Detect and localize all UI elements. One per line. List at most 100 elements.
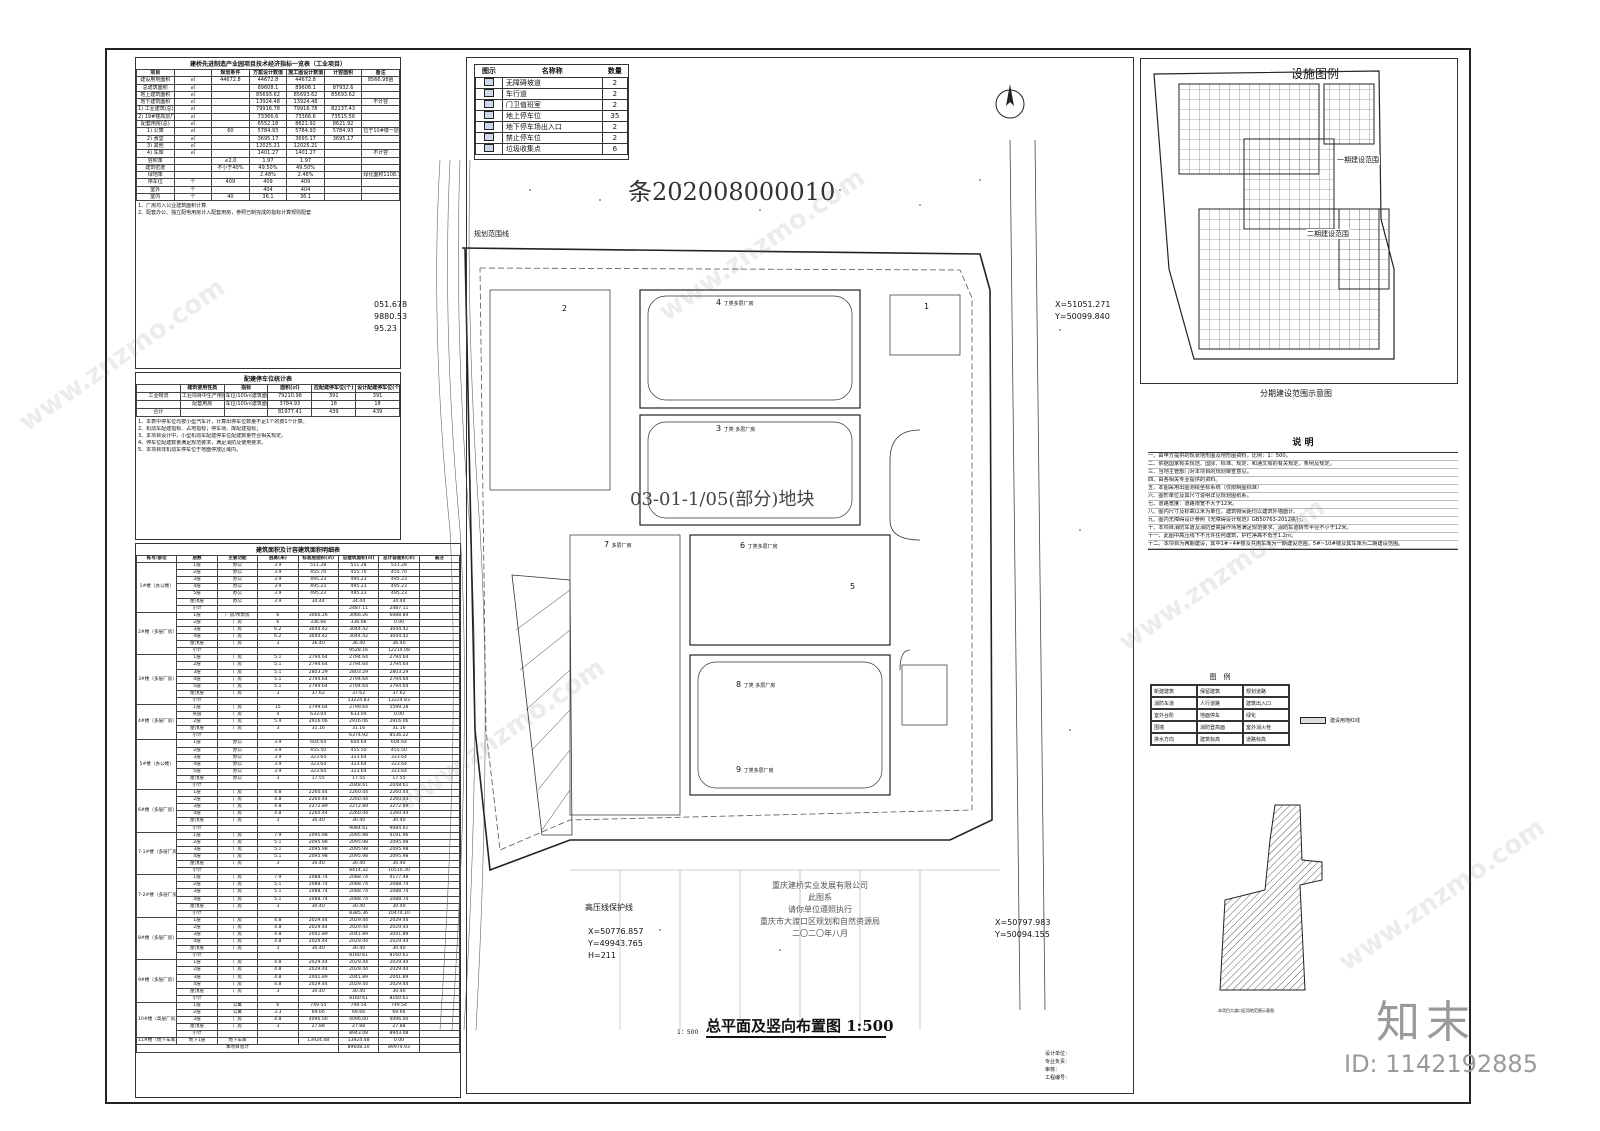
parking-cell: 车位/100㎡建筑面积 <box>223 400 269 409</box>
area-cell: 9528.16 <box>337 647 380 656</box>
tech-header-cell: 规划条件 <box>211 68 250 78</box>
tech-cell: 79916.78 <box>286 105 325 114</box>
area-cell: 4.8 <box>257 930 299 940</box>
tech-header-cell: 计容面积 <box>323 68 363 78</box>
area-cell: 2层 <box>176 796 218 805</box>
area-cell: 495.23 <box>378 583 420 592</box>
area-cell: 办公 <box>216 576 259 585</box>
south-area-lines <box>570 869 1000 1030</box>
area-cell: 3 <box>257 725 299 734</box>
area-cell: 633.04 <box>297 711 339 720</box>
tech-cell <box>323 98 363 107</box>
area-cell: 3 <box>257 774 299 784</box>
area-cell <box>257 994 299 1003</box>
title-block: 设计单位： 专业负责： 审核： 工程编号： <box>1045 1051 1071 1081</box>
area-cell: 厂房 <box>216 923 259 932</box>
tech-cell: 5784.93 <box>286 127 325 136</box>
area-cell <box>297 994 339 1003</box>
area-cell: 495.23 <box>378 576 420 585</box>
tech-cell: 绿化面积1108.19㎡ <box>361 171 400 180</box>
area-cell: 6.2 <box>257 633 299 642</box>
area-cell: 2088.74 <box>337 888 380 897</box>
area-cell: 495.23 <box>337 590 380 599</box>
area-cell: 8160.61 <box>337 994 380 1003</box>
area-cell: 30.40 <box>337 945 380 954</box>
legend-item: 人行道路 <box>1197 697 1243 709</box>
area-cell: 厂房 <box>216 633 259 642</box>
area-cell: 2029.44 <box>378 923 420 932</box>
area-cell: 30.40 <box>297 987 339 996</box>
area-cell: 0.00 <box>378 618 420 627</box>
area-cell: 6.2 <box>257 625 299 635</box>
area-cell: 厂房 <box>216 675 259 684</box>
notes-body: 一、由甲方提供的现状地形图及地形图资料，比例：1：500。二、依据国家有关规范、… <box>1148 452 1458 550</box>
area-remark-cell <box>418 1030 461 1039</box>
area-cell: 323.64 <box>297 753 339 762</box>
parking-cell: 81977.41 <box>267 408 313 417</box>
area-cell: 2088.74 <box>378 895 420 904</box>
area-cell: 4.8 <box>257 803 299 812</box>
area-total-cell: 89974.93 <box>378 1044 420 1053</box>
area-cell: 3 <box>257 640 299 649</box>
area-cell: 3.9 <box>257 597 299 606</box>
area-cell: 3.9 <box>257 767 299 776</box>
area-cell <box>216 867 259 876</box>
tech-cell: 配套用房(总) <box>136 120 175 129</box>
parking-cell: 18 <box>355 400 400 409</box>
symbol-swatch-icon <box>483 78 494 86</box>
parking-cell: 合计 <box>136 408 181 417</box>
tech-cell <box>323 171 363 180</box>
area-cell: 323.64 <box>378 753 420 762</box>
tech-cell <box>361 134 400 143</box>
area-cell: 厂房 <box>216 618 259 627</box>
parking-table-grid: 建筑使用性质指标面积(㎡)应配建停车位(个)设计配建停车位(个) 工业物流工业项… <box>136 384 400 417</box>
tech-header-cell: 施工图设计数值 <box>286 68 325 78</box>
tech-cell: 5784.93 <box>248 127 288 136</box>
tech-cell: 3) 其他 <box>136 141 175 151</box>
area-cell: 3.9 <box>257 576 299 585</box>
area-cell: 2029.44 <box>378 916 420 925</box>
area-cell: 2916.06 <box>337 718 380 727</box>
area-cell: 2487.11 <box>337 604 380 613</box>
building-4-label: 4 丁类多层厂房 <box>716 298 754 307</box>
area-cell: 2095.98 <box>297 831 339 840</box>
area-cell: 30.40 <box>337 817 380 826</box>
parking-ramp-2 <box>899 649 911 671</box>
area-cell: 3层 <box>176 973 218 982</box>
area-cell: 2260.44 <box>337 789 380 798</box>
area-cell: 3.9 <box>257 583 299 592</box>
east-road-edge-1 <box>1009 139 1021 1011</box>
tech-cell: 位于10#楼一层 <box>361 127 400 136</box>
tech-cell: 不计容 <box>361 98 400 107</box>
tech-cell <box>361 120 400 129</box>
tech-header-cell: 方案设计数值 <box>248 68 288 78</box>
parking-header-cell: 建筑使用性质 <box>179 384 225 393</box>
tech-cell: 6552.18 <box>248 120 288 129</box>
legend-item: 室外台阶 <box>1151 709 1197 721</box>
area-cell: 3层 <box>176 753 218 762</box>
area-cell: 13924.48 <box>297 1037 339 1046</box>
area-cell: 2层 <box>176 838 218 847</box>
area-group-name: 2#楼（多层厂房） <box>135 611 178 656</box>
area-cell: 1层 <box>176 562 218 571</box>
area-cell: 2095.98 <box>378 852 420 862</box>
area-cell: 30.40 <box>378 987 420 996</box>
area-cell: 633.04 <box>337 711 380 720</box>
area-cell: 4层 <box>176 633 218 642</box>
area-cell: 小计 <box>176 1030 218 1039</box>
area-cell: 5.1 <box>257 654 299 663</box>
coord-y1: Y=50099.840 <box>1055 312 1110 321</box>
